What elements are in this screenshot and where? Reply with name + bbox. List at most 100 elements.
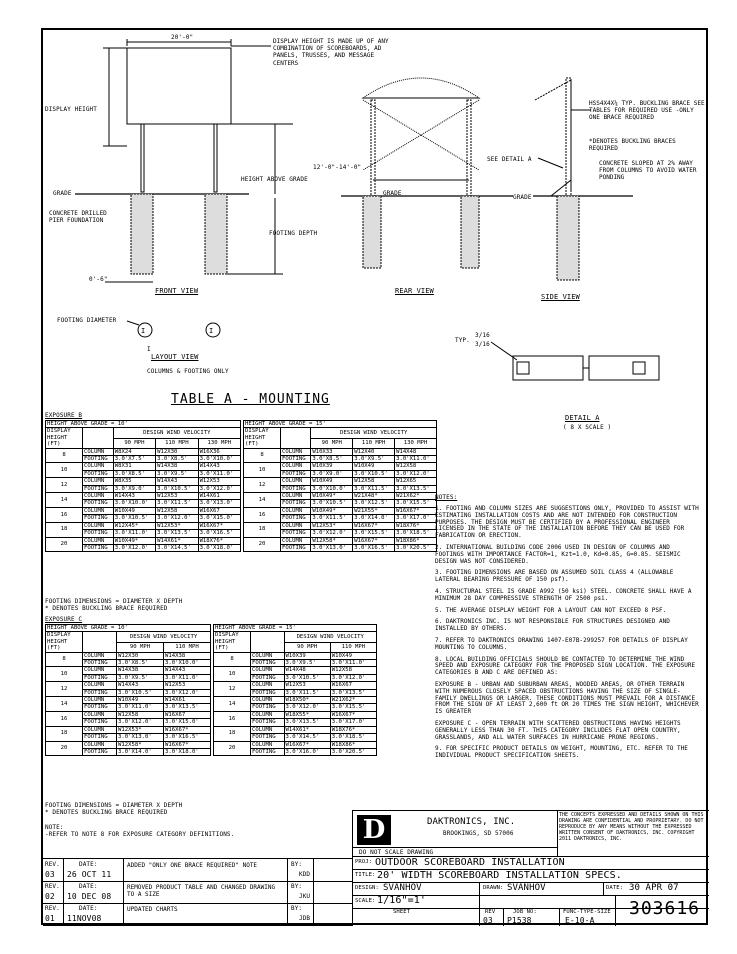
column-size-cell: W12X45* (112, 521, 157, 531)
column-size-cell: W12X53 (163, 681, 211, 690)
footing-label: FOOTING (250, 688, 285, 698)
display-height-cell: 18 (45, 521, 83, 538)
footing-size-cell: 3.0'X9.5' (283, 659, 331, 668)
column-size-cell: W21X62* (394, 492, 437, 501)
notes-heading: NOTES: (435, 494, 458, 501)
side-column (565, 77, 572, 197)
sheet-rev: 03 (483, 916, 493, 925)
footing-size-cell: 3.0'X10.5' (310, 499, 354, 508)
column-size-cell: W16X67 (329, 681, 378, 690)
revision-number: 02 (45, 892, 55, 901)
column-label: COLUMN (81, 696, 118, 705)
column-label: COLUMN (81, 666, 118, 675)
footing-size-cell: 3.0'X11.0' (112, 529, 157, 538)
drafter: SVANHOV (507, 883, 546, 893)
display-height-cell: 8 (243, 447, 281, 464)
column-size-cell: W18X76* (197, 536, 242, 545)
company-name: DAKTRONICS, INC. (427, 817, 516, 827)
column-label: COLUMN (250, 725, 285, 735)
exposure-c-table-15ft: HEIGHT ABOVE GRADE = 15'DISPLAY HEIGHT (… (213, 623, 378, 757)
column-size-cell: W14X61* (283, 725, 331, 735)
svg-text:I: I (209, 327, 213, 335)
column-size-cell: W16X67* (352, 536, 396, 545)
revision-by: JKU (299, 893, 311, 900)
side-view-title: SIDE VIEW (541, 293, 580, 301)
footing-label: FOOTING (82, 469, 114, 479)
wind-speed-header: 130 MPH (197, 437, 242, 449)
column-size-cell: W14X61 (163, 696, 211, 705)
column-size-cell: W10X49* (310, 506, 354, 516)
buckling-note: *DENOTES BUCKLING BRACES REQUIRED (589, 138, 676, 153)
display-height-cell: 14 (45, 492, 83, 508)
column-label: COLUMN (82, 492, 114, 501)
column-label: COLUMN (279, 536, 312, 545)
wind-speed-header: 110 MPH (329, 641, 378, 653)
footing-size-cell: 3.0'X15.5' (329, 703, 378, 712)
display-height-cell: 12 (45, 681, 83, 698)
footing-size-cell: 3.0'X10.5' (283, 673, 331, 683)
footing-size-cell: 3.0'X11.0' (197, 469, 242, 479)
column-size-cell: W14X38 (155, 462, 199, 471)
footing-label: FOOTING (81, 718, 118, 727)
column-label: COLUMN (250, 666, 285, 675)
footing-size-cell: 3.0'X17.0' (329, 718, 378, 727)
svg-text:I: I (147, 346, 151, 353)
wind-speed-header: 110 MPH (155, 437, 199, 449)
footing-size-cell: 3.0'X12.5' (352, 499, 396, 508)
rear-view-title: REAR VIEW (395, 287, 434, 295)
footing-size-cell: 3.0'X15.0' (163, 718, 211, 727)
footing-size-cell: 3.0'X17.0' (394, 514, 437, 523)
wind-velocity-header: DESIGN WIND VELOCITY (310, 427, 437, 439)
column-label: COLUMN (82, 447, 114, 457)
display-height-cell: 20 (45, 536, 83, 553)
footing-size-cell: 3.0'X13.5' (155, 529, 199, 538)
column-size-cell: W16X67* (329, 710, 378, 720)
sheet-label: SHEET (393, 909, 411, 915)
drawing-scale: 1/16"=1' (377, 895, 426, 906)
column-size-cell: W10X49* (310, 492, 354, 501)
display-height-cell: 18 (243, 521, 281, 538)
footing-size-cell: 3.0'X14.5' (283, 733, 331, 742)
column-size-cell: W10X49 (352, 462, 396, 471)
column-label: COLUMN (250, 651, 285, 661)
footing-depth-label: FOOTING DEPTH (269, 230, 318, 237)
rear-grade-label: GRADE (383, 190, 402, 197)
note-item: 4. STRUCTURAL STEEL IS GRADE A992 (50 ks… (435, 587, 692, 602)
footing-size-cell: 3.0'X9.0' (112, 484, 157, 494)
see-detail-a-label: SEE DETAIL A (487, 156, 532, 163)
footing-size-cell: 3.0'X13.5' (329, 688, 378, 698)
exposure-c-table-10ft: HEIGHT ABOVE GRADE = 10'DISPLAY HEIGHT (… (45, 623, 211, 757)
footing-label: FOOTING (279, 514, 312, 523)
rear-dim: 12'-0"-14'-0" (313, 164, 362, 171)
column-label: COLUMN (81, 725, 118, 735)
display-height-cell: 20 (45, 740, 83, 757)
column-size-cell: W10X39 (283, 651, 331, 661)
display-height-cell: 14 (243, 492, 281, 508)
exposure-b-bb-note: * DENOTES BUCKLING BRACE REQUIRED (45, 605, 168, 612)
footing-size-cell: 3.0'X14.5' (155, 543, 199, 553)
front-view-title: FRONT VIEW (155, 287, 199, 295)
column-size-cell: W16X67* (283, 740, 331, 749)
column-size-cell: W12X58 (329, 666, 378, 675)
footing-size-cell: 3.0'X20.5' (394, 543, 437, 553)
footing-label: FOOTING (279, 499, 312, 508)
wind-speed-header: 90 MPH (283, 641, 331, 653)
